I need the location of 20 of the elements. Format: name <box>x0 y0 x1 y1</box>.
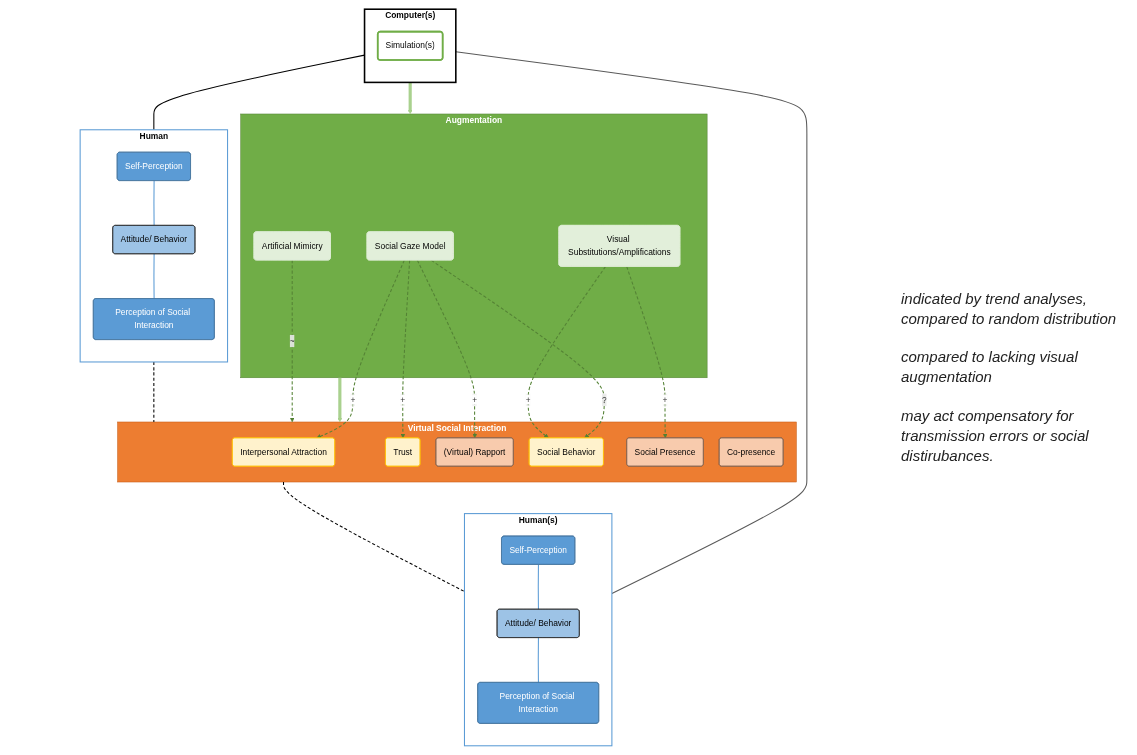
edge-label: + <box>525 395 531 405</box>
arrow <box>289 259 295 423</box>
annotation-note: compared to lacking visual augmentation <box>901 347 1079 388</box>
connector <box>455 51 808 595</box>
connector <box>537 637 539 684</box>
edge-label: + <box>472 395 478 405</box>
edge-label: + <box>400 395 406 405</box>
arrow <box>430 259 605 439</box>
edge-label: ? <box>601 395 607 405</box>
arrow <box>337 377 343 423</box>
edge-label: + <box>662 395 668 405</box>
connector <box>153 253 155 300</box>
connector <box>537 564 539 610</box>
connector <box>283 481 465 593</box>
arrow <box>407 82 413 115</box>
connector <box>153 180 155 227</box>
edge-label: + <box>350 395 356 405</box>
annotation-note: may act compensatory for transmission errors or social distirubances. <box>901 405 1090 467</box>
annotation-note: indicated by trend analyses, compared to random distribution <box>901 288 1118 329</box>
edge-label: ~ <box>289 336 295 346</box>
